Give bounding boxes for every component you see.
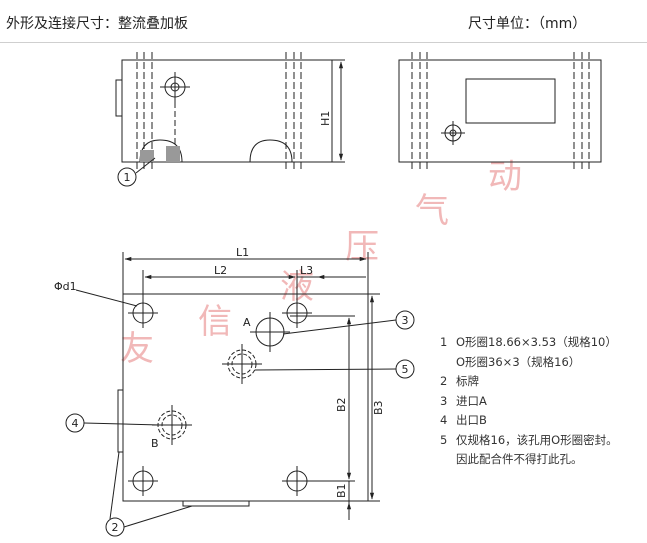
end-view-body — [398, 59, 602, 163]
note-item: 因此配合件不得打此孔。 — [456, 452, 583, 466]
port-5-hole — [222, 344, 262, 384]
dim-B1: B1 — [335, 483, 348, 498]
callout-5 — [254, 359, 415, 379]
nameplate-bottom — [182, 500, 250, 507]
callout-3 — [282, 310, 415, 335]
port-A-label: A — [243, 316, 251, 329]
callout-1 — [117, 157, 156, 187]
bolt-hole-top-right — [282, 298, 312, 328]
callout-2 — [105, 451, 193, 537]
phi-leader — [75, 289, 138, 307]
watermark-char-5: 气 — [415, 191, 449, 231]
watermark-char-4: 压 — [345, 227, 379, 267]
nameplate-window — [465, 78, 556, 124]
dim-L2: L2 — [214, 264, 227, 277]
nameplate-side — [115, 79, 123, 117]
side-view-left — [115, 52, 345, 170]
bolt-hole-bottom-left — [128, 466, 158, 496]
counterbore-right — [249, 139, 293, 163]
callout-3-label: 3 — [402, 314, 409, 327]
callout-2-label: 2 — [112, 521, 119, 534]
plan-view — [75, 252, 380, 520]
bolt-hole-top-left — [128, 298, 158, 328]
callout-5-label: 5 — [402, 363, 409, 376]
port-B-label: B — [151, 437, 159, 450]
bolt-hole-bottom-right — [282, 466, 312, 496]
nameplate-front — [117, 389, 124, 453]
dim-L3: L3 — [300, 264, 313, 277]
callout-4 — [65, 413, 161, 433]
port-A-hole — [250, 312, 290, 352]
page-title: 外形及连接尺寸：整流叠加板 — [6, 16, 188, 32]
watermark-char-2: 信 — [198, 302, 232, 342]
note-item: O形圈36×3（规格16） — [456, 354, 581, 369]
dim-B2: B2 — [335, 397, 348, 412]
dim-L1: L1 — [236, 246, 249, 259]
unit-label: 尺寸单位：（mm） — [468, 16, 587, 32]
side-view-right — [398, 52, 602, 170]
watermark-char-6: 动 — [488, 157, 522, 197]
callout-1-label: 1 — [124, 171, 131, 184]
dim-phi: Φd1 — [54, 280, 77, 293]
callout-4-label: 4 — [72, 417, 79, 430]
header-bar: 外形及连接尺寸：整流叠加板 尺寸单位：（mm） — [0, 0, 647, 43]
dim-B3: B3 — [372, 400, 385, 415]
watermark-char-1: 友 — [120, 329, 154, 369]
dim-H1: H1 — [319, 111, 332, 126]
